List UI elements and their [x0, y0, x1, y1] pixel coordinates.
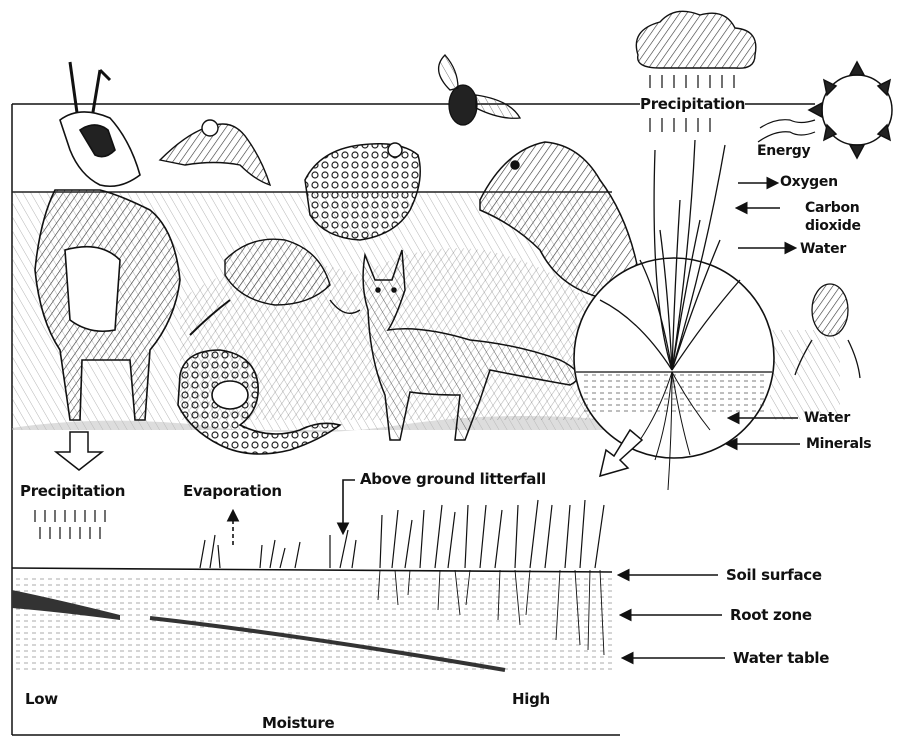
litterfall-arrow: [343, 480, 355, 532]
label-carbon: Carbon: [805, 200, 859, 216]
soil-profile: [12, 500, 612, 674]
insect: [439, 55, 520, 125]
label-above-ground-litterfall: Above ground litterfall: [360, 470, 546, 488]
soil-arrows: [620, 575, 725, 658]
label-low: Low: [25, 690, 58, 708]
label-water-top: Water: [800, 241, 846, 257]
label-water-bottom: Water: [804, 410, 850, 426]
energy-rays: [758, 120, 815, 142]
label-energy: Energy: [757, 143, 810, 159]
bird: [160, 120, 270, 185]
label-oxygen: Oxygen: [780, 174, 838, 190]
label-minerals: Minerals: [806, 436, 871, 452]
label-root-zone: Root zone: [730, 606, 812, 624]
hollow-arrows: [56, 430, 642, 476]
label-water-table: Water table: [733, 649, 829, 667]
label-dioxide: dioxide: [805, 218, 861, 234]
sun: [809, 62, 892, 158]
label-precipitation-bottom: Precipitation: [20, 482, 125, 500]
label-high: High: [512, 690, 550, 708]
label-moisture: Moisture: [262, 714, 334, 732]
ground-strip-right: [770, 330, 840, 420]
label-precipitation-top: Precipitation: [640, 95, 745, 113]
label-soil-surface: Soil surface: [726, 566, 822, 584]
cloud: [636, 11, 756, 132]
label-evaporation: Evaporation: [183, 482, 282, 500]
